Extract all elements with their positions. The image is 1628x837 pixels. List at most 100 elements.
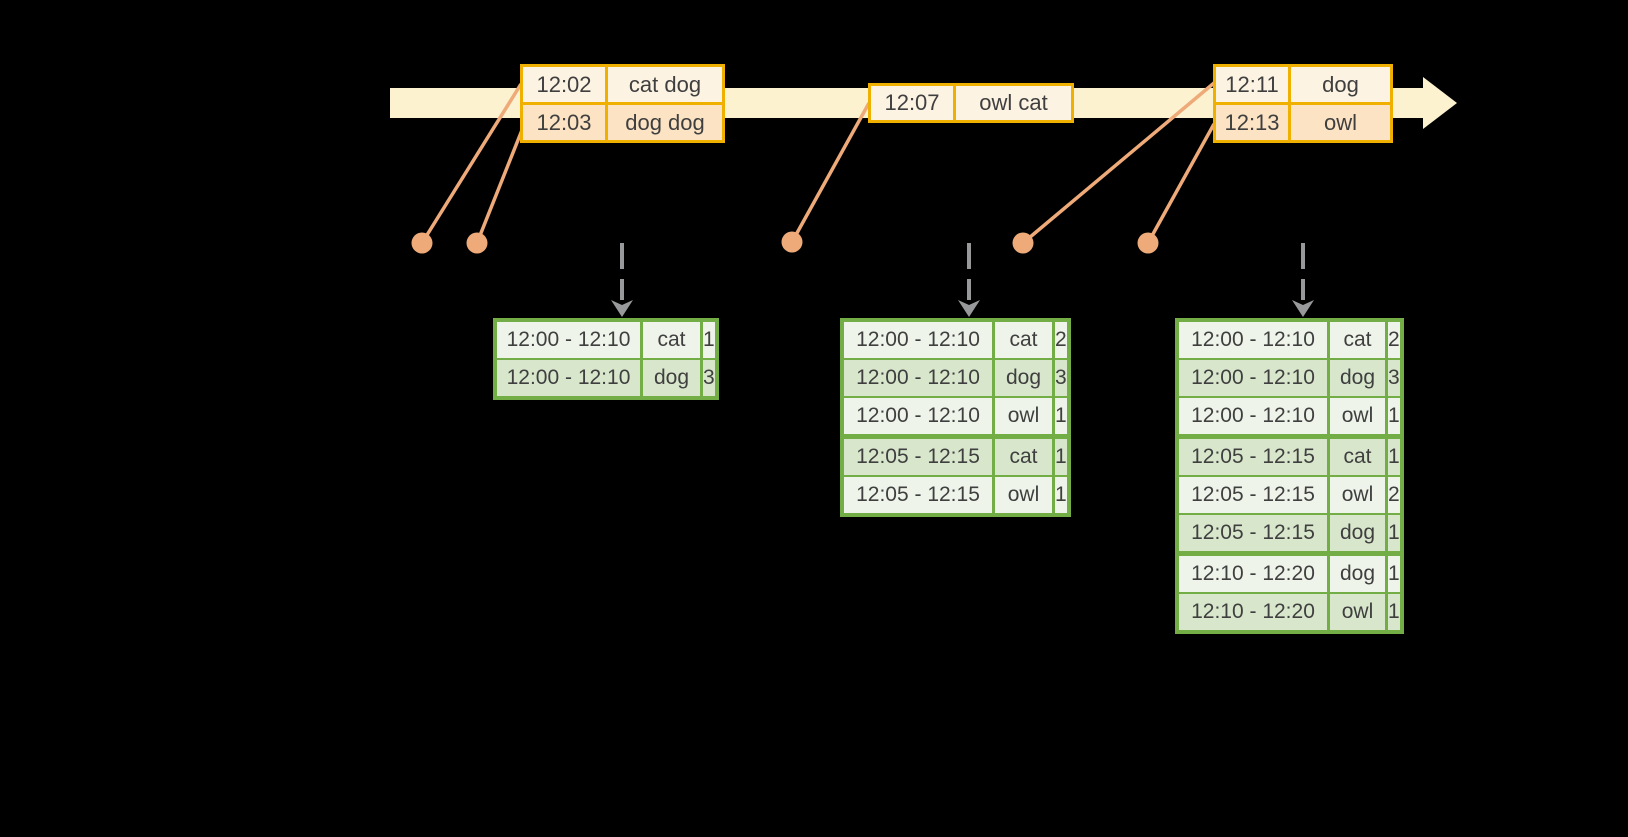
timeline-arrowhead-icon	[1423, 77, 1457, 129]
result-row: 12:05 - 12:15 owl 2	[1179, 475, 1400, 513]
result-count: 3	[1055, 366, 1067, 389]
event-words: cat dog	[628, 72, 702, 97]
result-word: owl	[995, 477, 1055, 513]
event-table-2: 12:07 owl cat	[868, 83, 1074, 123]
event-words: owl cat	[979, 90, 1048, 115]
result-word: cat	[995, 322, 1055, 358]
event-dot	[1012, 232, 1034, 254]
result-table-3: 12:00 - 12:10 cat 2 12:00 - 12:10 dog 3 …	[1175, 318, 1404, 634]
result-window: 12:00 - 12:10	[844, 322, 995, 358]
event-dot	[1137, 232, 1159, 254]
result-row: 12:00 - 12:10 dog 3	[844, 358, 1067, 396]
result-row: 12:10 - 12:20 owl 1	[1179, 592, 1400, 630]
event-time: 12:02	[523, 67, 608, 102]
result-row: 12:00 - 12:10 cat 2	[844, 322, 1067, 358]
result-word: dog	[1330, 556, 1388, 592]
arrow-down-icon	[1292, 300, 1314, 317]
result-window: 12:00 - 12:10	[497, 360, 643, 396]
result-count: 3	[1388, 366, 1400, 389]
event-connector-lines	[420, 81, 1216, 245]
result-word: dog	[1330, 515, 1388, 551]
event-connector-line	[475, 119, 528, 244]
event-time: 12:11	[1216, 67, 1291, 102]
result-count: 1	[1388, 600, 1400, 623]
result-window: 12:00 - 12:10	[497, 322, 643, 358]
result-word: cat	[995, 439, 1055, 475]
result-row: 12:05 - 12:15 dog 1	[1179, 513, 1400, 551]
event-row: 12:07 owl cat	[871, 86, 1071, 120]
result-count: 2	[1388, 328, 1400, 351]
result-count: 1	[1055, 404, 1067, 427]
result-count: 1	[1055, 483, 1067, 506]
event-row: 12:11 dog	[1216, 67, 1390, 102]
event-row: 12:03 dog dog	[523, 102, 722, 140]
result-row: 12:00 - 12:10 owl 1	[844, 396, 1067, 434]
event-row: 12:13 owl	[1216, 102, 1390, 140]
event-dots	[411, 231, 1159, 254]
event-words: owl	[1323, 110, 1357, 135]
result-word: dog	[643, 360, 703, 396]
result-window: 12:05 - 12:15	[844, 439, 995, 475]
result-row: 12:00 - 12:10 owl 1	[1179, 396, 1400, 434]
result-count: 1	[1055, 445, 1067, 468]
event-table-3: 12:11 dog 12:13 owl	[1213, 64, 1393, 143]
result-window: 12:05 - 12:15	[844, 477, 995, 513]
event-dot	[411, 232, 433, 254]
result-word: owl	[1330, 398, 1388, 434]
result-table-1: 12:00 - 12:10 cat 1 12:00 - 12:10 dog 3	[493, 318, 719, 400]
result-window: 12:05 - 12:15	[1179, 477, 1330, 513]
result-word: cat	[643, 322, 703, 358]
result-window: 12:05 - 12:15	[1179, 439, 1330, 475]
result-window: 12:00 - 12:10	[1179, 398, 1330, 434]
result-count: 1	[703, 328, 715, 351]
event-words: dog dog	[625, 110, 705, 135]
arrow-down-icon	[611, 300, 633, 317]
event-row: 12:02 cat dog	[523, 67, 722, 102]
result-word: dog	[1330, 360, 1388, 396]
event-time: 12:03	[523, 105, 608, 140]
event-dot	[466, 232, 488, 254]
trigger-arrow	[958, 243, 980, 317]
result-window: 12:10 - 12:20	[1179, 556, 1330, 592]
trigger-arrow	[611, 243, 633, 317]
result-word: cat	[1330, 322, 1388, 358]
result-row: 12:00 - 12:10 cat 2	[1179, 322, 1400, 358]
result-count: 1	[1388, 521, 1400, 544]
event-dot	[781, 231, 803, 253]
trigger-arrows	[611, 243, 1314, 317]
result-count: 2	[1388, 483, 1400, 506]
result-count: 3	[703, 366, 715, 389]
result-row: 12:05 - 12:15 cat 1	[844, 434, 1067, 475]
event-table-1: 12:02 cat dog 12:03 dog dog	[520, 64, 725, 143]
event-time: 12:13	[1216, 105, 1291, 140]
result-window: 12:00 - 12:10	[1179, 322, 1330, 358]
result-window: 12:00 - 12:10	[844, 398, 995, 434]
result-window: 12:00 - 12:10	[1179, 360, 1330, 396]
result-row: 12:00 - 12:10 cat 1	[497, 322, 715, 358]
arrow-down-icon	[958, 300, 980, 317]
result-count: 1	[1388, 404, 1400, 427]
result-count: 2	[1055, 328, 1067, 351]
result-word: cat	[1330, 439, 1388, 475]
result-window: 12:00 - 12:10	[844, 360, 995, 396]
result-row: 12:00 - 12:10 dog 3	[1179, 358, 1400, 396]
event-connector-line	[1021, 81, 1216, 245]
result-row: 12:05 - 12:15 cat 1	[1179, 434, 1400, 475]
result-word: dog	[995, 360, 1055, 396]
trigger-arrow	[1292, 243, 1314, 317]
result-word: owl	[995, 398, 1055, 434]
event-words: dog	[1322, 72, 1359, 97]
event-time: 12:07	[871, 86, 956, 120]
result-count: 1	[1388, 562, 1400, 585]
result-window: 12:10 - 12:20	[1179, 594, 1330, 630]
result-window: 12:05 - 12:15	[1179, 515, 1330, 551]
event-connector-line	[420, 83, 523, 244]
result-count: 1	[1388, 445, 1400, 468]
result-word: owl	[1330, 594, 1388, 630]
event-connector-line	[790, 102, 871, 243]
result-row: 12:00 - 12:10 dog 3	[497, 358, 715, 396]
result-word: owl	[1330, 477, 1388, 513]
result-row: 12:10 - 12:20 dog 1	[1179, 551, 1400, 592]
result-row: 12:05 - 12:15 owl 1	[844, 475, 1067, 513]
